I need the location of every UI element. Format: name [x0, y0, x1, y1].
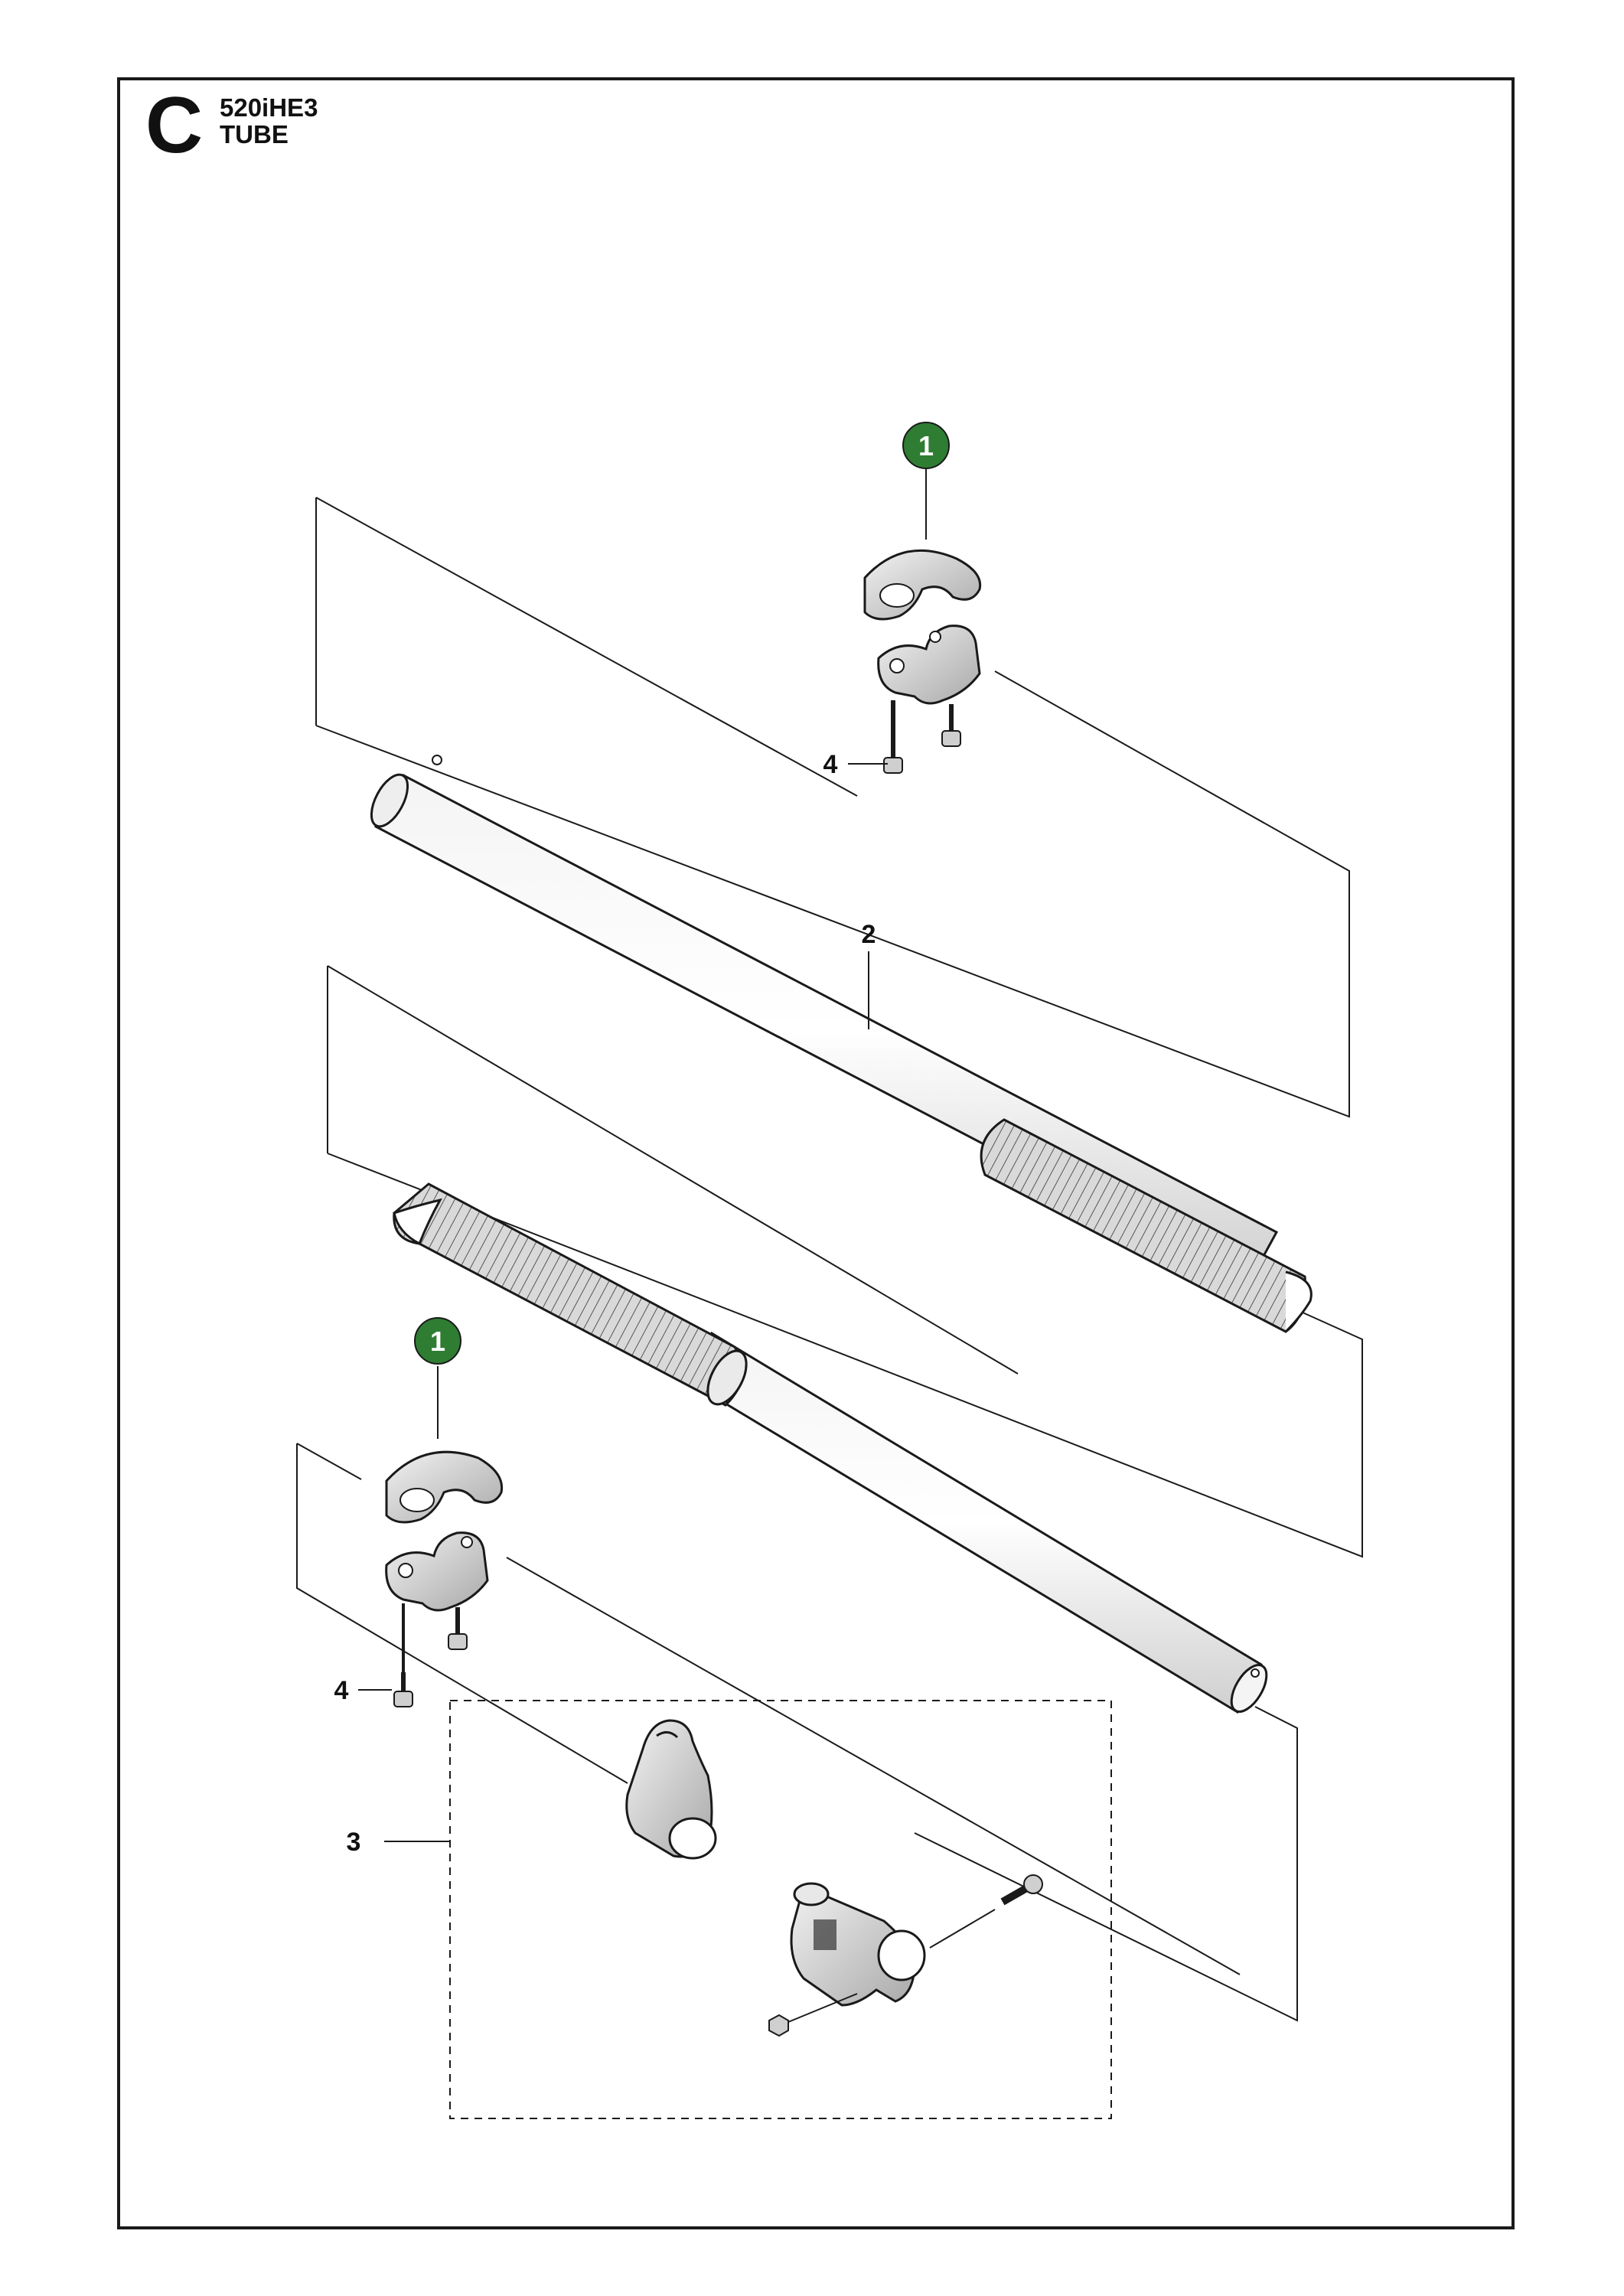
leader-lines	[358, 468, 927, 1842]
callout-tube: 2	[862, 920, 876, 949]
svg-text:1: 1	[430, 1326, 445, 1357]
lower-guide-lines	[296, 1443, 1298, 2022]
badge-top: 1	[902, 422, 950, 469]
section-letter: C	[145, 81, 204, 170]
top-clamp	[863, 549, 982, 774]
bottom-clamp	[385, 1450, 504, 1707]
callout-screw-top: 4	[823, 750, 838, 779]
model-name: 520iHE3	[220, 93, 318, 122]
drawing-frame	[117, 77, 1515, 2229]
upper-guide-lines	[315, 497, 1350, 1118]
coupling-parts	[625, 1719, 1043, 2037]
title-block: 520iHE3 TUBE	[220, 93, 318, 148]
middle-guide-lines	[327, 965, 1363, 1558]
section-title: TUBE	[220, 119, 289, 148]
coupling-kit-box	[449, 1700, 1112, 2119]
tube-assembly	[370, 755, 1313, 1714]
badge-bottom: 1	[414, 1317, 461, 1365]
svg-text:1: 1	[918, 430, 934, 461]
callout-screw-bottom: 4	[334, 1676, 349, 1705]
callout-coupling-kit: 3	[347, 1828, 361, 1857]
